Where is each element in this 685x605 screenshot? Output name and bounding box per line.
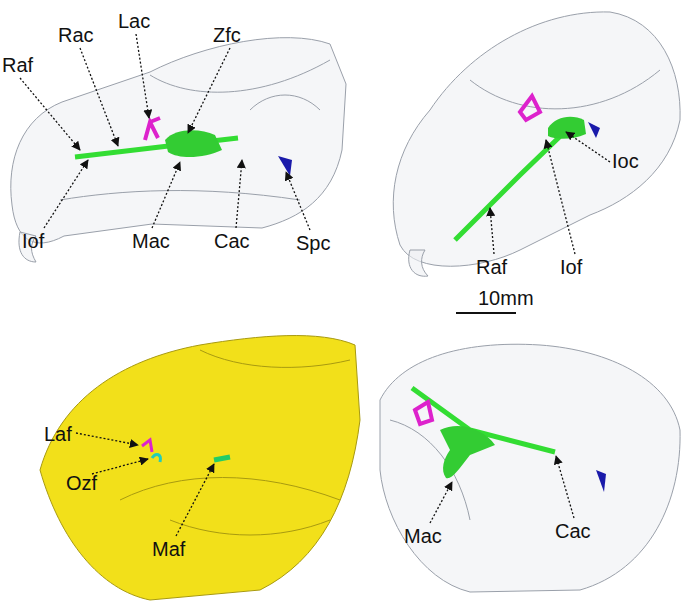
- canal-label: Zfc: [213, 24, 241, 46]
- canal-label: Ozf: [66, 472, 97, 494]
- skull-ventral: [380, 344, 680, 592]
- canal-label: Cac: [555, 520, 591, 542]
- canal-label: Raf: [2, 54, 33, 76]
- leader-lines: [20, 34, 610, 536]
- canal-label: Rac: [58, 24, 94, 46]
- skull-oblique: [393, 12, 680, 276]
- skull-surface: [40, 336, 360, 600]
- skull-lateral: [11, 38, 346, 262]
- canal-label: Laf: [44, 423, 72, 445]
- canal-label: Maf: [152, 538, 185, 560]
- foramina-marks: [142, 440, 230, 462]
- canals-oblique: [455, 96, 600, 240]
- canal-label: Ioc: [612, 150, 639, 172]
- scale-bar: [456, 312, 516, 314]
- canal-label: Iof: [560, 256, 582, 278]
- canal-label: Spc: [296, 232, 330, 254]
- canal-label: Raf: [476, 256, 507, 278]
- canal-label: Lac: [118, 10, 150, 32]
- canals-lateral: [75, 118, 292, 176]
- canals-ventral: [412, 388, 606, 492]
- canal-label: Mac: [132, 230, 170, 252]
- canal-label: Cac: [214, 230, 250, 252]
- canal-label: Iof: [22, 230, 44, 252]
- canal-label: Mac: [404, 525, 442, 547]
- scale-label: 10mm: [478, 287, 534, 309]
